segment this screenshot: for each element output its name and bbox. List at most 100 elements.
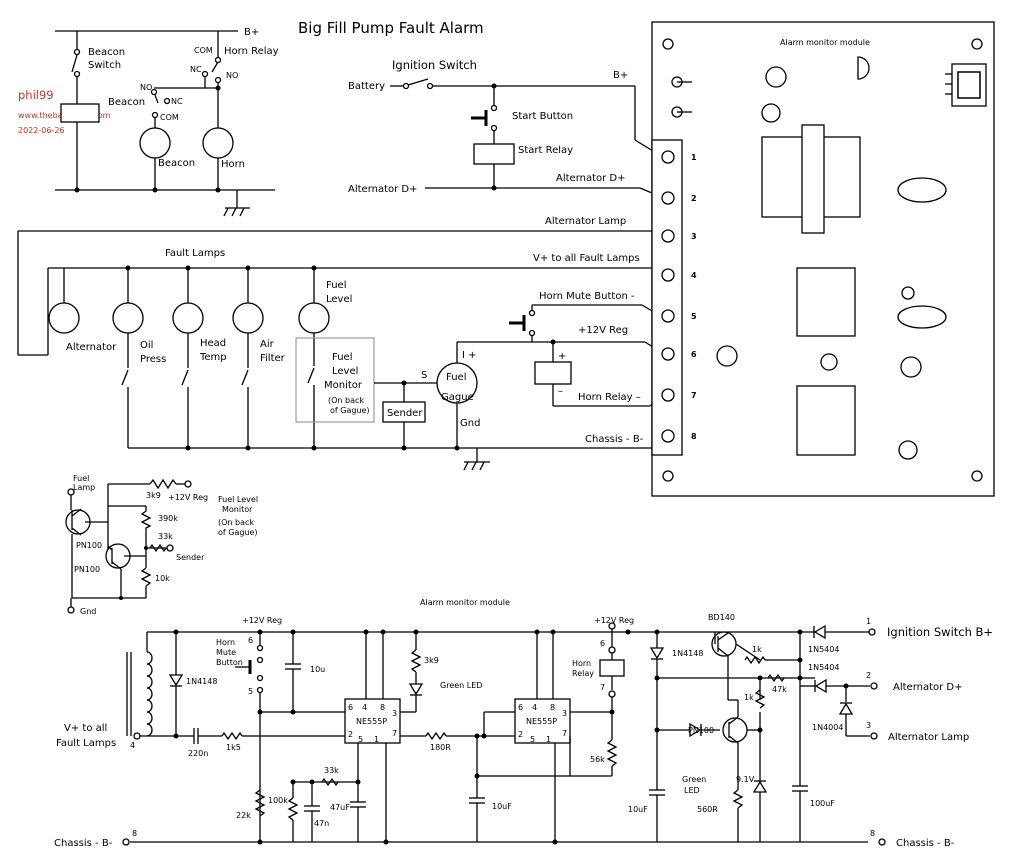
reg12-label: +12V Reg xyxy=(578,325,628,336)
flmc-gnd: Gnd xyxy=(80,607,96,616)
ic1-pin2: 2 xyxy=(348,730,353,739)
terminal-number: 1 xyxy=(691,153,697,162)
sch-ic2: NE555P xyxy=(526,717,557,726)
sch-c47u: 47uF xyxy=(330,803,350,812)
flmc-title-2: Monitor xyxy=(222,505,253,514)
flmc-r3: 33k xyxy=(158,532,173,541)
ic2-pin2: 2 xyxy=(518,730,523,739)
sch-reg-b: +12V Reg xyxy=(594,616,634,625)
beacon-relay-nc: NC xyxy=(171,97,183,106)
terminal-screw xyxy=(661,268,675,282)
beacon-lamp xyxy=(139,127,171,159)
sch-c10uF: 10uF xyxy=(492,802,512,811)
terminal-number: 2 xyxy=(691,194,697,203)
coil-plus: + xyxy=(558,351,566,362)
terminal-number: 8 xyxy=(691,432,697,441)
terminal-screw xyxy=(661,347,675,361)
flmc-note-2: of Gague) xyxy=(218,528,258,537)
head-temp-lamp xyxy=(172,302,204,334)
sch-pn100: PN100 xyxy=(688,726,714,735)
air-filter-lamp xyxy=(232,302,264,334)
flmc-fuel-lamp-1: Fuel xyxy=(73,474,89,483)
battery-label: Battery xyxy=(348,81,385,92)
sch-d1n4148: 1N4148 xyxy=(186,677,217,686)
horn-mute-label: Horn Mute Button - xyxy=(539,291,635,302)
beacon-label: Beacon xyxy=(158,158,195,169)
flmc-sender: Sender xyxy=(176,553,205,562)
gnd-label: Gnd xyxy=(460,418,480,429)
sch-r1k: 1k xyxy=(752,645,762,654)
alternator-dplus-label: Alternator D+ xyxy=(556,173,626,184)
sch-d1n4004: 1N4004 xyxy=(812,723,843,732)
sch-alt-d: Alternator D+ xyxy=(893,682,963,693)
horn-relay-label: Horn Relay xyxy=(224,46,279,57)
ic1-ne555 xyxy=(344,698,401,744)
ic2-pin8: 8 xyxy=(550,703,555,712)
terminal-screw xyxy=(661,229,675,243)
lamp-oil-label-1: Oil xyxy=(140,340,153,351)
alternator-dplus-left: Alternator D+ xyxy=(348,184,418,195)
terminal-screw xyxy=(661,429,675,443)
sender-label: Sender xyxy=(387,408,423,419)
tl-bplus: B+ xyxy=(244,27,259,38)
flmc-r2: 390k xyxy=(158,514,178,523)
sch-mute-3: Button xyxy=(216,658,243,667)
terminal-screw xyxy=(661,150,675,164)
sch-r1k5: 1k5 xyxy=(226,743,241,752)
ic1-pin4: 4 xyxy=(362,703,367,712)
start-relay-label: Start Relay xyxy=(518,145,573,156)
terminal-number: 3 xyxy=(691,232,697,241)
fuel-level-lamp xyxy=(298,302,330,334)
flmc-r1: 3k9 xyxy=(146,491,161,500)
bplus-label: B+ xyxy=(613,70,628,81)
ic2-pin6: 6 xyxy=(518,703,523,712)
sch-mute-1: Horn xyxy=(216,638,235,647)
flm-note-2: of Gague) xyxy=(330,406,370,415)
iplus-label: I + xyxy=(462,350,477,361)
horn-relay-minus-label: Horn Relay – xyxy=(578,392,641,403)
horn-device xyxy=(202,127,234,159)
sch-d1n5404b: 1N5404 xyxy=(808,663,839,672)
vplus-fault-lamps-label: V+ to all Fault Lamps xyxy=(533,253,640,264)
terminal-number: 7 xyxy=(691,391,697,400)
sch-c10uF2: 10uF xyxy=(628,805,648,814)
lamp-head-label-1: Head xyxy=(200,338,226,349)
sch-horn-relay-coil xyxy=(599,659,625,677)
flmc-q1: PN100 xyxy=(76,541,102,550)
gauge-label-2: Gague xyxy=(441,392,474,403)
beacon-switch-label-2: Switch xyxy=(88,60,121,71)
terminal-screw xyxy=(661,309,675,323)
horn-relay-nc: NC xyxy=(190,65,202,74)
beacon-relay-label-1: Beacon xyxy=(108,97,145,108)
lamp-oil-label-2: Press xyxy=(140,354,166,365)
sch-t8-left: 8 xyxy=(132,829,137,838)
sch-t4: 4 xyxy=(130,741,135,750)
flm-label-2: Level xyxy=(332,366,358,377)
sch-green-led2-2: LED xyxy=(684,786,700,795)
author-name: phil99 xyxy=(18,88,54,102)
beacon-relay-com: COM xyxy=(160,113,179,122)
ic2-ne555 xyxy=(514,698,571,744)
terminal-strip xyxy=(651,139,683,456)
main-wiring: Ignition Switch Battery B+ Start Button … xyxy=(17,58,665,471)
flmc-reg: +12V Reg xyxy=(168,493,208,502)
sch-c100u: 100uF xyxy=(810,799,835,808)
flmc-q2: PN100 xyxy=(74,565,100,574)
sch-p7b: 7 xyxy=(600,683,605,692)
start-relay-coil xyxy=(473,143,515,165)
sch-r22k: 22k xyxy=(236,811,251,820)
sch-r180: 180R xyxy=(430,743,451,752)
flm-note-1: (On back xyxy=(328,396,364,405)
sch-vplus-2: Fault Lamps xyxy=(56,738,116,749)
flm-label-1: Fuel xyxy=(332,352,352,363)
lamp-alternator-label: Alternator xyxy=(66,342,117,353)
sch-horn-relay-2: Relay xyxy=(572,669,594,678)
sch-ign: Ignition Switch B+ xyxy=(887,625,993,639)
sch-c220n: 220n xyxy=(188,749,208,758)
chassis-label: Chassis - B- xyxy=(585,434,644,445)
ic2-pin1: 1 xyxy=(546,735,551,744)
ic2-pin3: 3 xyxy=(562,709,567,718)
flm-label-3: Monitor xyxy=(324,380,363,391)
